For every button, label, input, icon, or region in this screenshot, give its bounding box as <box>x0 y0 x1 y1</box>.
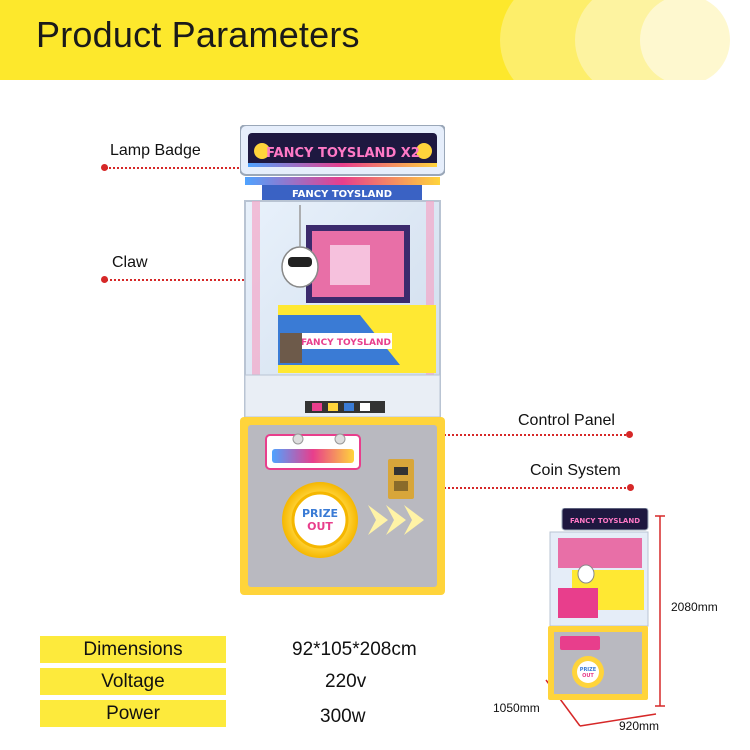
top-sign-text: FANCY TOYSLAND X2 <box>266 146 420 161</box>
prize-label-2: OUT <box>307 520 333 533</box>
callout-lamp-badge-label: Lamp Badge <box>110 142 201 159</box>
param-value-power: 300w <box>320 706 366 727</box>
page-title: Product Parameters <box>36 14 360 55</box>
callout-control-panel-line <box>365 434 629 436</box>
width-dimension-line <box>579 713 657 727</box>
back-sign-text: FANCY TOYSLAND <box>301 338 391 348</box>
callout-claw-line <box>106 279 292 281</box>
mini-prize-label-1: PRIZE <box>580 667 597 673</box>
callout-control-panel-dot <box>626 431 633 438</box>
mini-top-sign-text: FANCY TOYSLAND <box>570 517 640 525</box>
claw-machine-illustration: FANCY TOYSLAND X2 FANCY TOYSLAND FANCY T… <box>239 124 446 595</box>
mini-machine-diagram: FANCY TOYSLAND PRIZE OUT <box>488 507 738 738</box>
dimension-width-label: 920mm <box>619 719 660 733</box>
param-key-power: Power <box>40 700 226 727</box>
inner-sign-text: FANCY TOYSLAND <box>292 189 392 200</box>
dimension-depth-label: 1050mm <box>493 701 540 715</box>
callout-claw-label: Claw <box>112 254 148 271</box>
callout-lamp-badge-dot <box>101 164 108 171</box>
header-banner: Product Parameters <box>0 0 750 80</box>
mini-machine-drawing: FANCY TOYSLAND PRIZE OUT <box>545 507 665 727</box>
param-key-voltage: Voltage <box>40 668 226 695</box>
param-value-voltage: 220v <box>325 671 367 692</box>
prize-label-1: PRIZE <box>302 507 338 520</box>
callout-claw-dot <box>101 276 108 283</box>
callout-coin-system-label: Coin System <box>530 462 621 479</box>
claw-machine-drawing: FANCY TOYSLAND X2 FANCY TOYSLAND FANCY T… <box>239 124 446 595</box>
banner-main-bar <box>0 0 470 80</box>
param-value-dimensions: 92*105*208cm <box>292 639 417 660</box>
banner-decor-circle <box>640 0 730 80</box>
param-key-dimensions: Dimensions <box>40 636 226 663</box>
dimension-height-label: 2080mm <box>671 600 718 614</box>
callout-coin-system-dot <box>627 484 634 491</box>
callout-control-panel-label: Control Panel <box>518 412 615 429</box>
callout-lamp-badge-line <box>106 167 318 169</box>
callout-coin-system-line <box>420 487 630 489</box>
mini-prize-label-2: OUT <box>582 673 594 679</box>
